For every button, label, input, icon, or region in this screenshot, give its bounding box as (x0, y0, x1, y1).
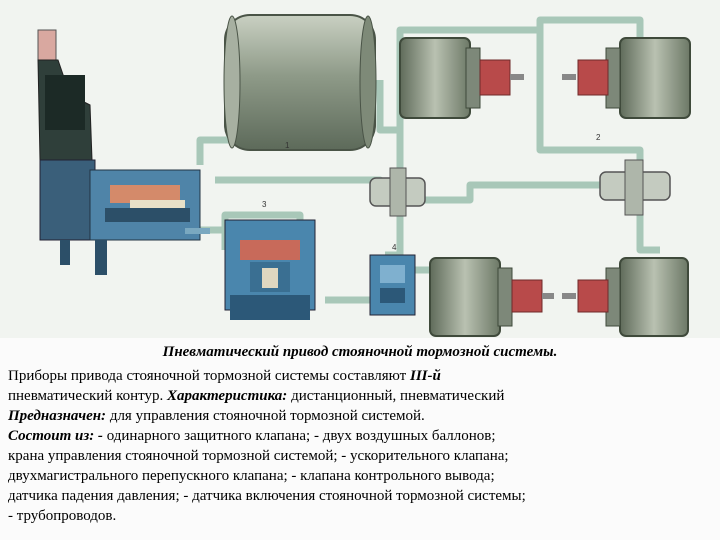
caption-line: пневматический контур. Характеристика: д… (8, 386, 504, 406)
line-text: двухмагистрального перепускного клапана;… (8, 468, 495, 484)
label-2: 2 (596, 133, 601, 142)
line-text-tail: для управления стояночной тормозной сист… (106, 408, 425, 424)
control-valve-crane (37, 29, 210, 275)
label-3: 3 (262, 200, 267, 209)
caption-line: Состоит из: - одинарного защитного клапа… (8, 426, 496, 446)
line-text: пневматический контур. (8, 388, 168, 404)
brake-chamber-lower-left (429, 257, 554, 337)
caption-line: двухмагистрального перепускного клапана;… (8, 466, 495, 486)
caption-line: датчика падения давления; - датчика вклю… (8, 486, 526, 506)
line-text-tail: одинарного защитного клапана; - двух воз… (102, 428, 496, 444)
line-text: Приборы привода стояночной тормозной сис… (8, 368, 410, 384)
control-outlet-valve: 4 (369, 243, 416, 316)
caption-line: - трубопроводов. (8, 506, 116, 526)
parking-brake-diagram: 1 3 4 (0, 0, 720, 340)
caption-title: Пневматический привод стояночной тормозн… (162, 344, 558, 360)
brake-chamber-upper-right (562, 37, 691, 119)
caption-line: Приборы привода стояночной тормозной сис… (8, 366, 441, 386)
line-emphasis: Предназначен: (8, 408, 107, 424)
line-emphasis: III-й (409, 368, 441, 384)
label-4: 4 (392, 243, 397, 252)
brake-chamber-lower-right (562, 257, 689, 337)
air-tank: 1 (223, 14, 377, 151)
accelerating-valve: 3 (224, 200, 316, 320)
caption-line: крана управления стояночной тормозной си… (8, 446, 509, 466)
label-1: 1 (285, 141, 290, 150)
bypass-valve-right (599, 159, 671, 216)
line-emphasis: Характеристика: (167, 388, 288, 404)
line-emphasis: Состоит из: - (8, 428, 103, 444)
caption-line: Предназначен: для управления стояночной … (8, 406, 425, 426)
line-text: - трубопроводов. (8, 508, 117, 524)
bypass-valve-left (369, 167, 426, 217)
line-text: датчика падения давления; - датчика вклю… (8, 488, 526, 504)
line-text-tail: дистанционный, пневматический (287, 388, 505, 404)
brake-chamber-upper-left (399, 37, 524, 119)
line-text: крана управления стояночной тормозной си… (8, 448, 509, 464)
caption-block: Пневматический привод стояночной тормозн… (0, 338, 720, 540)
